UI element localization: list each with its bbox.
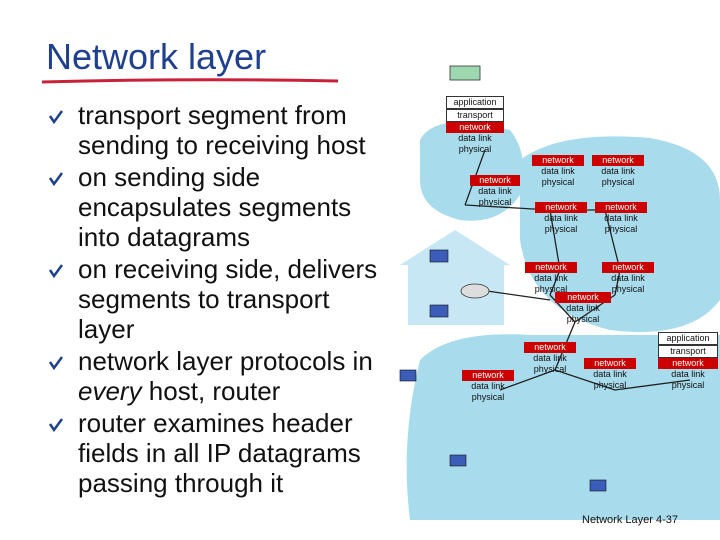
layer-data-link: data link: [611, 273, 645, 283]
layer-transport: transport: [446, 109, 504, 122]
layer-data-link: data link: [604, 213, 638, 223]
layer-physical: physical: [541, 177, 575, 187]
layer-physical: physical: [544, 224, 578, 234]
home-network-roof: [400, 230, 510, 265]
layer-data-link: data link: [478, 186, 512, 196]
layer-data-link: data link: [471, 381, 505, 391]
stack-router-9: network data link physical: [462, 370, 514, 403]
layer-network: network: [524, 342, 576, 353]
stack-router-3: network data link physical: [592, 155, 644, 188]
bullet-item: on sending side encapsulates segments in…: [48, 162, 378, 252]
layer-physical: physical: [604, 224, 638, 234]
layer-physical: physical: [611, 284, 645, 294]
isp-cloud-top-left: [420, 121, 524, 221]
layer-physical: physical: [458, 144, 492, 154]
slide-footer: Network Layer 4-37: [582, 514, 678, 526]
bullet-checkmark-icon: [48, 356, 64, 371]
layer-physical: physical: [471, 392, 505, 402]
layer-data-link: data link: [458, 133, 492, 143]
bullet-item: network layer protocols in every host, r…: [48, 346, 378, 406]
layer-network: network: [462, 370, 514, 381]
layer-network: network: [584, 358, 636, 369]
layer-data-link: data link: [533, 353, 567, 363]
layer-physical: physical: [534, 284, 568, 294]
layer-physical: physical: [478, 197, 512, 207]
stack-router-8: network data link physical: [555, 292, 611, 325]
bullet-checkmark-icon: [48, 264, 64, 279]
layer-physical: physical: [533, 364, 567, 374]
layer-data-link: data link: [544, 213, 578, 223]
bullet-text: on sending side encapsulates segments in…: [78, 162, 352, 252]
bullet-text: transport segment from sending to receiv…: [78, 100, 366, 160]
bullet-list: transport segment from sending to receiv…: [48, 100, 378, 500]
layer-network: network: [658, 358, 718, 369]
stack-source-host: application transport network data link …: [446, 96, 504, 155]
router-icons: [460, 283, 490, 299]
layer-application: application: [446, 96, 504, 109]
bullet-checkmark-icon: [48, 172, 64, 187]
title-underline: [41, 78, 339, 84]
layer-data-link: data link: [593, 369, 627, 379]
layer-network: network: [525, 262, 577, 273]
bullet-item: on receiving side, delivers segments to …: [48, 254, 378, 344]
stack-router-11: network data link physical: [584, 358, 636, 391]
bullet-checkmark-icon: [48, 418, 64, 433]
stack-router-1: network data link physical: [470, 175, 520, 208]
stack-router-2: network data link physical: [532, 155, 584, 188]
bullet-text: on receiving side, delivers segments to …: [78, 254, 378, 344]
laptop-icons: [399, 249, 607, 492]
bullet-item: transport segment from sending to receiv…: [48, 100, 378, 160]
isp-cloud-right: [520, 136, 720, 332]
layer-physical: physical: [566, 314, 600, 324]
layer-network: network: [535, 202, 587, 213]
stack-router-7: network data link physical: [602, 262, 654, 295]
network-diagram: application transport network data link …: [390, 60, 720, 520]
stack-destination-host: application transport network data link …: [658, 332, 718, 391]
layer-network: network: [602, 262, 654, 273]
layer-data-link: data link: [601, 166, 635, 176]
stack-router-6: network data link physical: [525, 262, 577, 295]
stack-router-10: network data link physical: [524, 342, 576, 375]
layer-network: network: [532, 155, 584, 166]
layer-network: network: [592, 155, 644, 166]
home-network-body: [408, 265, 504, 325]
bullet-text: router examines header fields in all IP …: [78, 408, 361, 498]
stack-router-5: network data link physical: [595, 202, 647, 235]
stack-router-4: network data link physical: [535, 202, 587, 235]
layer-physical: physical: [601, 177, 635, 187]
bullet-text-tail: host, router: [141, 376, 281, 406]
layer-application: application: [658, 332, 718, 345]
layer-network: network: [595, 202, 647, 213]
layer-network: network: [555, 292, 611, 303]
slide-title: Network layer: [46, 36, 267, 77]
layer-physical: physical: [671, 380, 705, 390]
layer-data-link: data link: [566, 303, 600, 313]
layer-physical: physical: [593, 380, 627, 390]
layer-data-link: data link: [534, 273, 568, 283]
host-top-icon: [449, 65, 481, 81]
layer-network: network: [470, 175, 520, 186]
layer-network: network: [446, 122, 504, 133]
layer-data-link: data link: [541, 166, 575, 176]
bullet-item: router examines header fields in all IP …: [48, 408, 378, 498]
bullet-emphasis: every: [78, 376, 142, 406]
bullet-checkmark-icon: [48, 110, 64, 125]
bullet-text: network layer protocols in: [78, 346, 373, 376]
layer-data-link: data link: [671, 369, 705, 379]
layer-transport: transport: [658, 345, 718, 358]
